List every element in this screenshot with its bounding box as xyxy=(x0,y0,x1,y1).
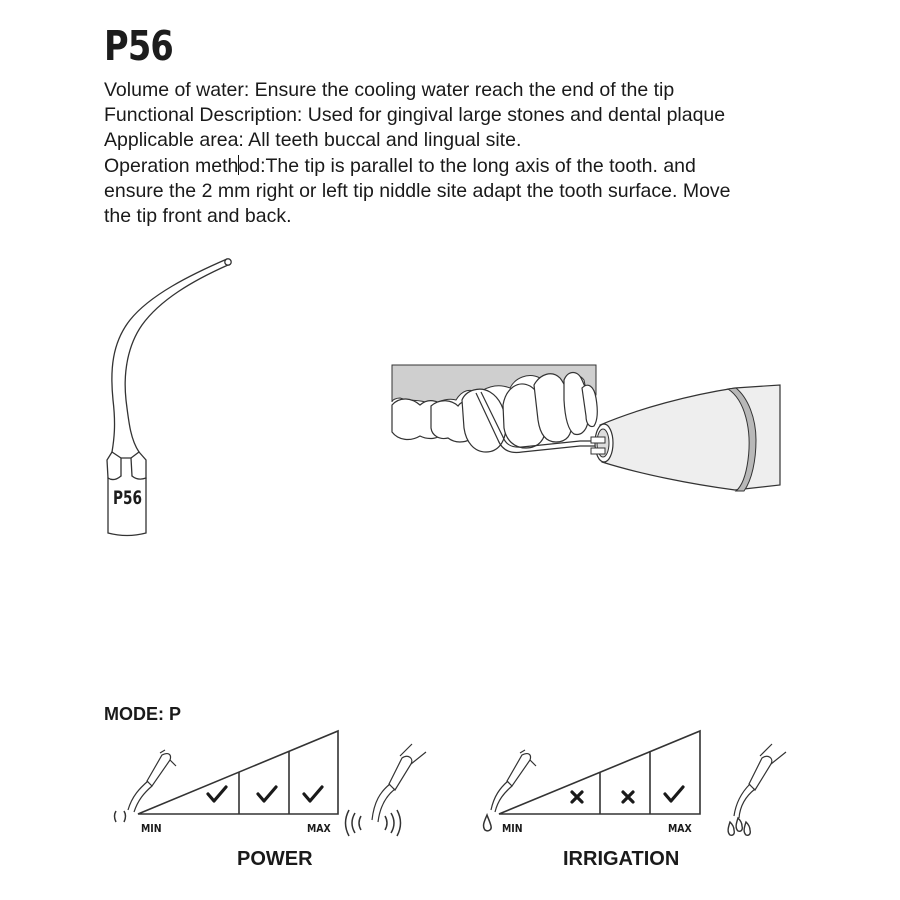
page-title: P56 xyxy=(104,22,174,70)
power-min-label: MIN xyxy=(141,822,162,835)
scaler-tip-icon xyxy=(106,258,232,537)
operation-method-part-a: Operation meth xyxy=(104,154,239,177)
power-triangle xyxy=(137,729,339,815)
power-level-1-check-icon xyxy=(206,785,228,803)
volume-of-water-text: Volume of water: Ensure the cooling wate… xyxy=(104,79,675,101)
mode-label: MODE: P xyxy=(104,704,182,724)
handpiece-high-vibration-icon xyxy=(344,743,427,837)
irrigation-caption: IRRIGATION xyxy=(563,848,680,870)
irrigation-level-1-cross-icon xyxy=(570,790,584,804)
irrigation-min-label: MIN xyxy=(502,822,523,835)
text-cursor xyxy=(238,154,240,175)
power-caption: POWER xyxy=(237,848,313,870)
handpiece-drawing xyxy=(590,384,781,492)
scaler-tip-in-mouth xyxy=(475,391,596,454)
irrigation-triangle xyxy=(498,729,701,815)
operation-method-line-1: Operation method:The tip is parallel to … xyxy=(104,154,824,179)
operation-method-line-2: ensure the 2 mm right or left tip niddle… xyxy=(104,179,731,202)
handpiece-low-vibration-icon xyxy=(113,749,177,823)
irrigation-level-3-check-icon xyxy=(663,785,685,803)
handpiece-low-water-icon xyxy=(482,749,537,832)
handpiece-high-water-icon xyxy=(727,743,787,836)
tip-model-label: P56 xyxy=(113,487,143,509)
applicable-area-text: Applicable area: All teeth buccal and li… xyxy=(104,129,522,152)
operation-method-part-b: od:The tip is parallel to the long axis … xyxy=(238,154,696,177)
operation-method-line-3: the tip front and back. xyxy=(104,205,292,228)
functional-description-text: Functional Description: Used for gingiva… xyxy=(104,104,726,127)
irrigation-max-label: MAX xyxy=(668,822,692,835)
power-max-label: MAX xyxy=(307,822,331,835)
description-block: Volume of water: Ensure the cooling wate… xyxy=(104,78,824,229)
power-level-2-check-icon xyxy=(256,785,278,803)
irrigation-level-2-cross-icon xyxy=(621,790,635,804)
power-level-3-check-icon xyxy=(302,785,324,803)
teeth-drawing xyxy=(391,364,598,453)
